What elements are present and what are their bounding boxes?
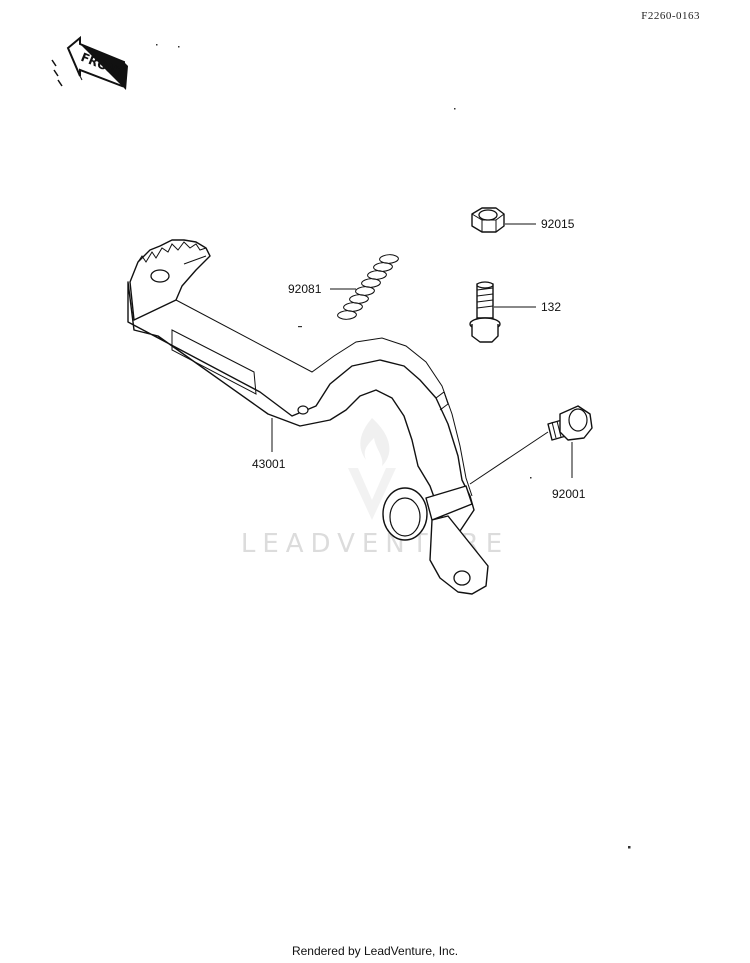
part-43001-brake-pedal: [127, 239, 489, 595]
diagram-reference-code: F2260-0163: [641, 10, 700, 22]
part-92015-nut: [471, 207, 536, 233]
leadventure-flame-logo: [348, 418, 396, 520]
part-label-92015: 92015: [541, 217, 575, 231]
front-arrow-icon: FRONT: [51, 35, 128, 90]
leadventure-watermark: LEADVENTURE: [241, 418, 502, 559]
part-label-92081: 92081: [288, 282, 322, 296]
part-132-bolt: [469, 281, 536, 343]
print-specks: [156, 44, 631, 849]
part-label-92001: 92001: [552, 487, 586, 501]
part-label-132: 132: [541, 300, 561, 314]
part-92081-spring: [330, 254, 399, 320]
part-label-43001: 43001: [252, 457, 286, 471]
part-92001-bolt: [469, 405, 593, 485]
footer-credit: Rendered by LeadVenture, Inc.: [291, 944, 459, 958]
